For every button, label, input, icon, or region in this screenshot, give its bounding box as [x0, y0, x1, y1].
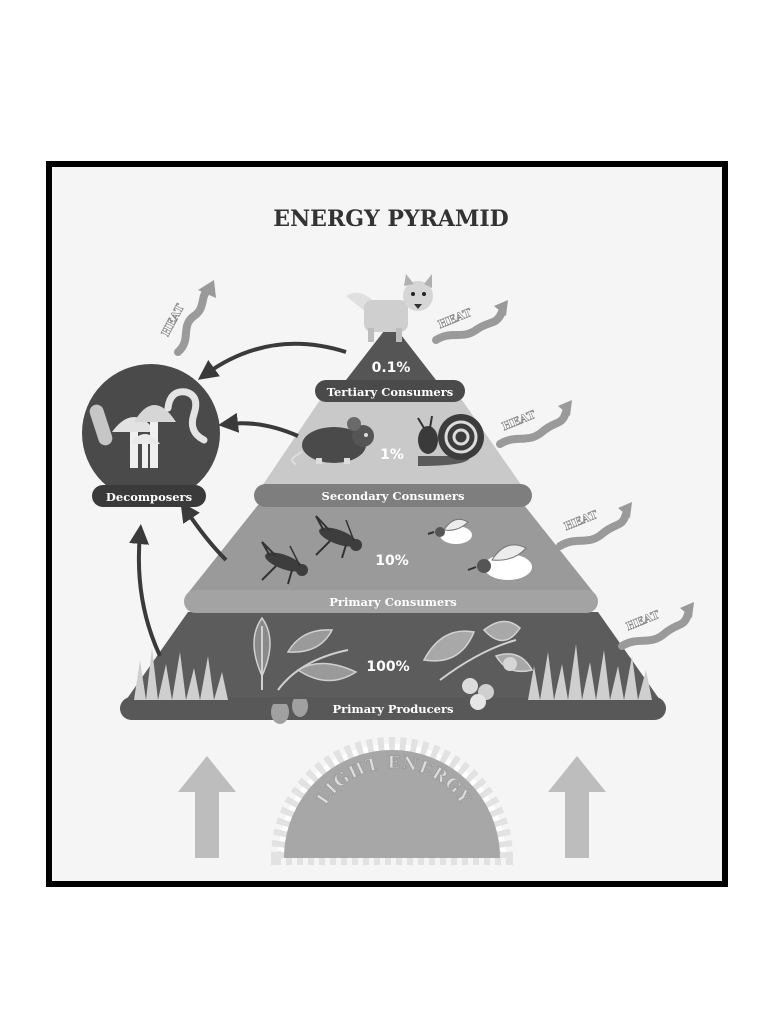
decomposers-label: Decomposers [106, 490, 192, 504]
level-percent-secondary-consumers: 1% [380, 447, 404, 463]
bird-icon [467, 544, 532, 580]
pyramid-level-producers: Primary Producers 100% [120, 612, 666, 720]
mouse-icon [291, 417, 374, 465]
worm-icon [164, 388, 208, 444]
heat-label: HEAT [436, 306, 474, 331]
sun-icon [270, 737, 514, 865]
mushroom-icon [112, 405, 176, 468]
heat-arrow-icon: HEAT [618, 602, 694, 650]
level-percent-producers: 100% [366, 659, 409, 675]
heat-arrow-icon: HEAT [556, 502, 632, 550]
acorn-icon [270, 694, 309, 724]
heat-label: HEAT [562, 508, 600, 533]
bacteria-icon [89, 404, 113, 446]
level-label-tertiary-consumers: Tertiary Consumers [327, 385, 454, 399]
heat-label: HEAT [624, 608, 662, 633]
up-arrow-icon [178, 756, 236, 858]
level-label-producers: Primary Producers [332, 702, 453, 716]
pyramid-level-secondary-consumers: Secondary Consumers 1% [254, 400, 532, 507]
heat-label: HEAT [500, 408, 538, 433]
grass-icon [134, 648, 228, 700]
grasshopper-icon [315, 515, 362, 559]
pyramid-level-primary-consumers: Primary Consumers 10% [184, 505, 598, 613]
up-arrow-icon [548, 756, 606, 858]
grasshopper-icon [261, 541, 308, 585]
oak-leaf-icon [253, 616, 271, 690]
flow-arrow-primary [180, 501, 228, 562]
heat-arrow-icon: HEAT [159, 280, 216, 356]
level-label-secondary-consumers: Secondary Consumers [322, 489, 465, 503]
level-label-primary-consumers: Primary Consumers [329, 595, 456, 609]
heat-arrow-icon: HEAT [432, 300, 508, 344]
level-percent-primary-consumers: 10% [375, 553, 409, 569]
level-percent-tertiary-consumers: 0.1% [372, 360, 411, 376]
flow-arrow-producers [129, 524, 162, 657]
snail-icon [417, 414, 484, 466]
berry-branch-icon [422, 620, 534, 710]
flow-arrow-tertiary [197, 341, 347, 380]
pyramid-level-tertiary-consumers: Tertiary Consumers 0.1% [315, 322, 465, 402]
bird-icon [427, 518, 472, 544]
oak-leaf-icon [277, 629, 358, 691]
heat-arrow-icon: HEAT [496, 400, 572, 448]
diagram-title: ENERGY PYRAMID [273, 206, 508, 232]
grass-icon [528, 644, 652, 700]
flow-arrow-secondary [218, 412, 299, 438]
fox-icon [346, 274, 433, 342]
